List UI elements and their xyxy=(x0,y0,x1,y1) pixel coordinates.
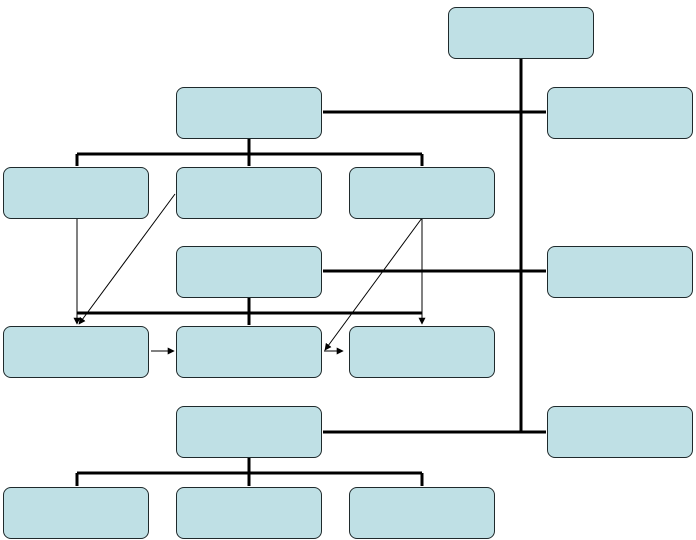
node-right-2 xyxy=(547,246,693,298)
node-row1-center xyxy=(176,167,322,219)
node-row1-left xyxy=(3,167,149,219)
node-manager-3 xyxy=(176,406,322,458)
node-row2-right xyxy=(349,326,495,378)
node-top xyxy=(448,7,594,59)
node-row1-right xyxy=(349,167,495,219)
node-right-1 xyxy=(547,87,693,139)
node-row3-right xyxy=(349,487,495,539)
node-right-3 xyxy=(547,406,693,458)
node-row2-left xyxy=(3,326,149,378)
node-manager-2 xyxy=(176,246,322,298)
node-row3-center xyxy=(176,487,322,539)
node-row2-center xyxy=(176,326,322,378)
node-row3-left xyxy=(3,487,149,539)
arrow-row1-right-to-row2-center xyxy=(324,217,423,351)
node-manager-1 xyxy=(176,87,322,139)
arrow-row1-center-to-row2-left xyxy=(78,193,176,325)
